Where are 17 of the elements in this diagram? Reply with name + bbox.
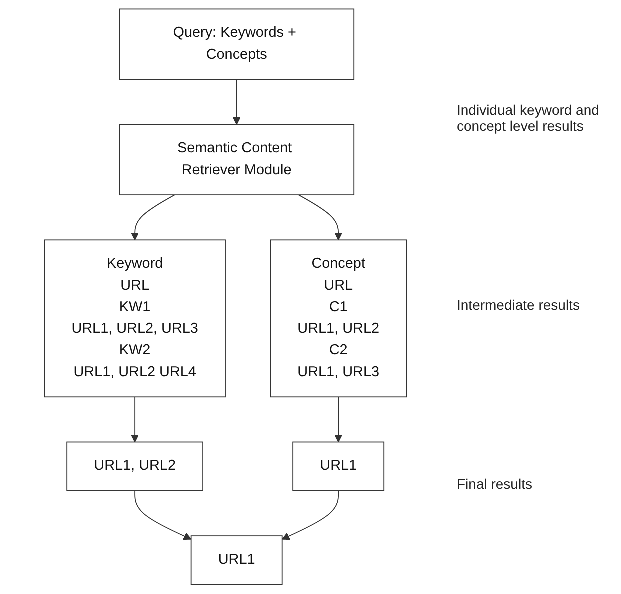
arrow <box>134 490 192 540</box>
node-box: URL1, URL2 <box>66 442 204 492</box>
node-box: URL1 <box>292 442 384 492</box>
node-box: Query: Keywords + Concepts <box>119 8 354 80</box>
node-box: Semantic Content Retriever Module <box>119 124 354 196</box>
side-note: Intermediate results <box>457 296 581 313</box>
arrow <box>334 396 342 443</box>
arrow <box>298 194 342 241</box>
side-note: Individual keyword and concept level results <box>457 102 600 134</box>
node-box: Concept URL C1 URL1, URL2 C2 URL1, URL3 <box>270 240 407 398</box>
node-box: URL1 <box>190 536 283 586</box>
arrow <box>282 490 339 540</box>
node-box: Keyword URL KW1 URL1, URL2, URL3 KW2 URL1, URL2 URL4 <box>44 240 226 398</box>
side-note: Final results <box>457 476 534 492</box>
arrow <box>232 79 241 126</box>
arrow <box>131 194 176 241</box>
arrow <box>131 396 139 443</box>
